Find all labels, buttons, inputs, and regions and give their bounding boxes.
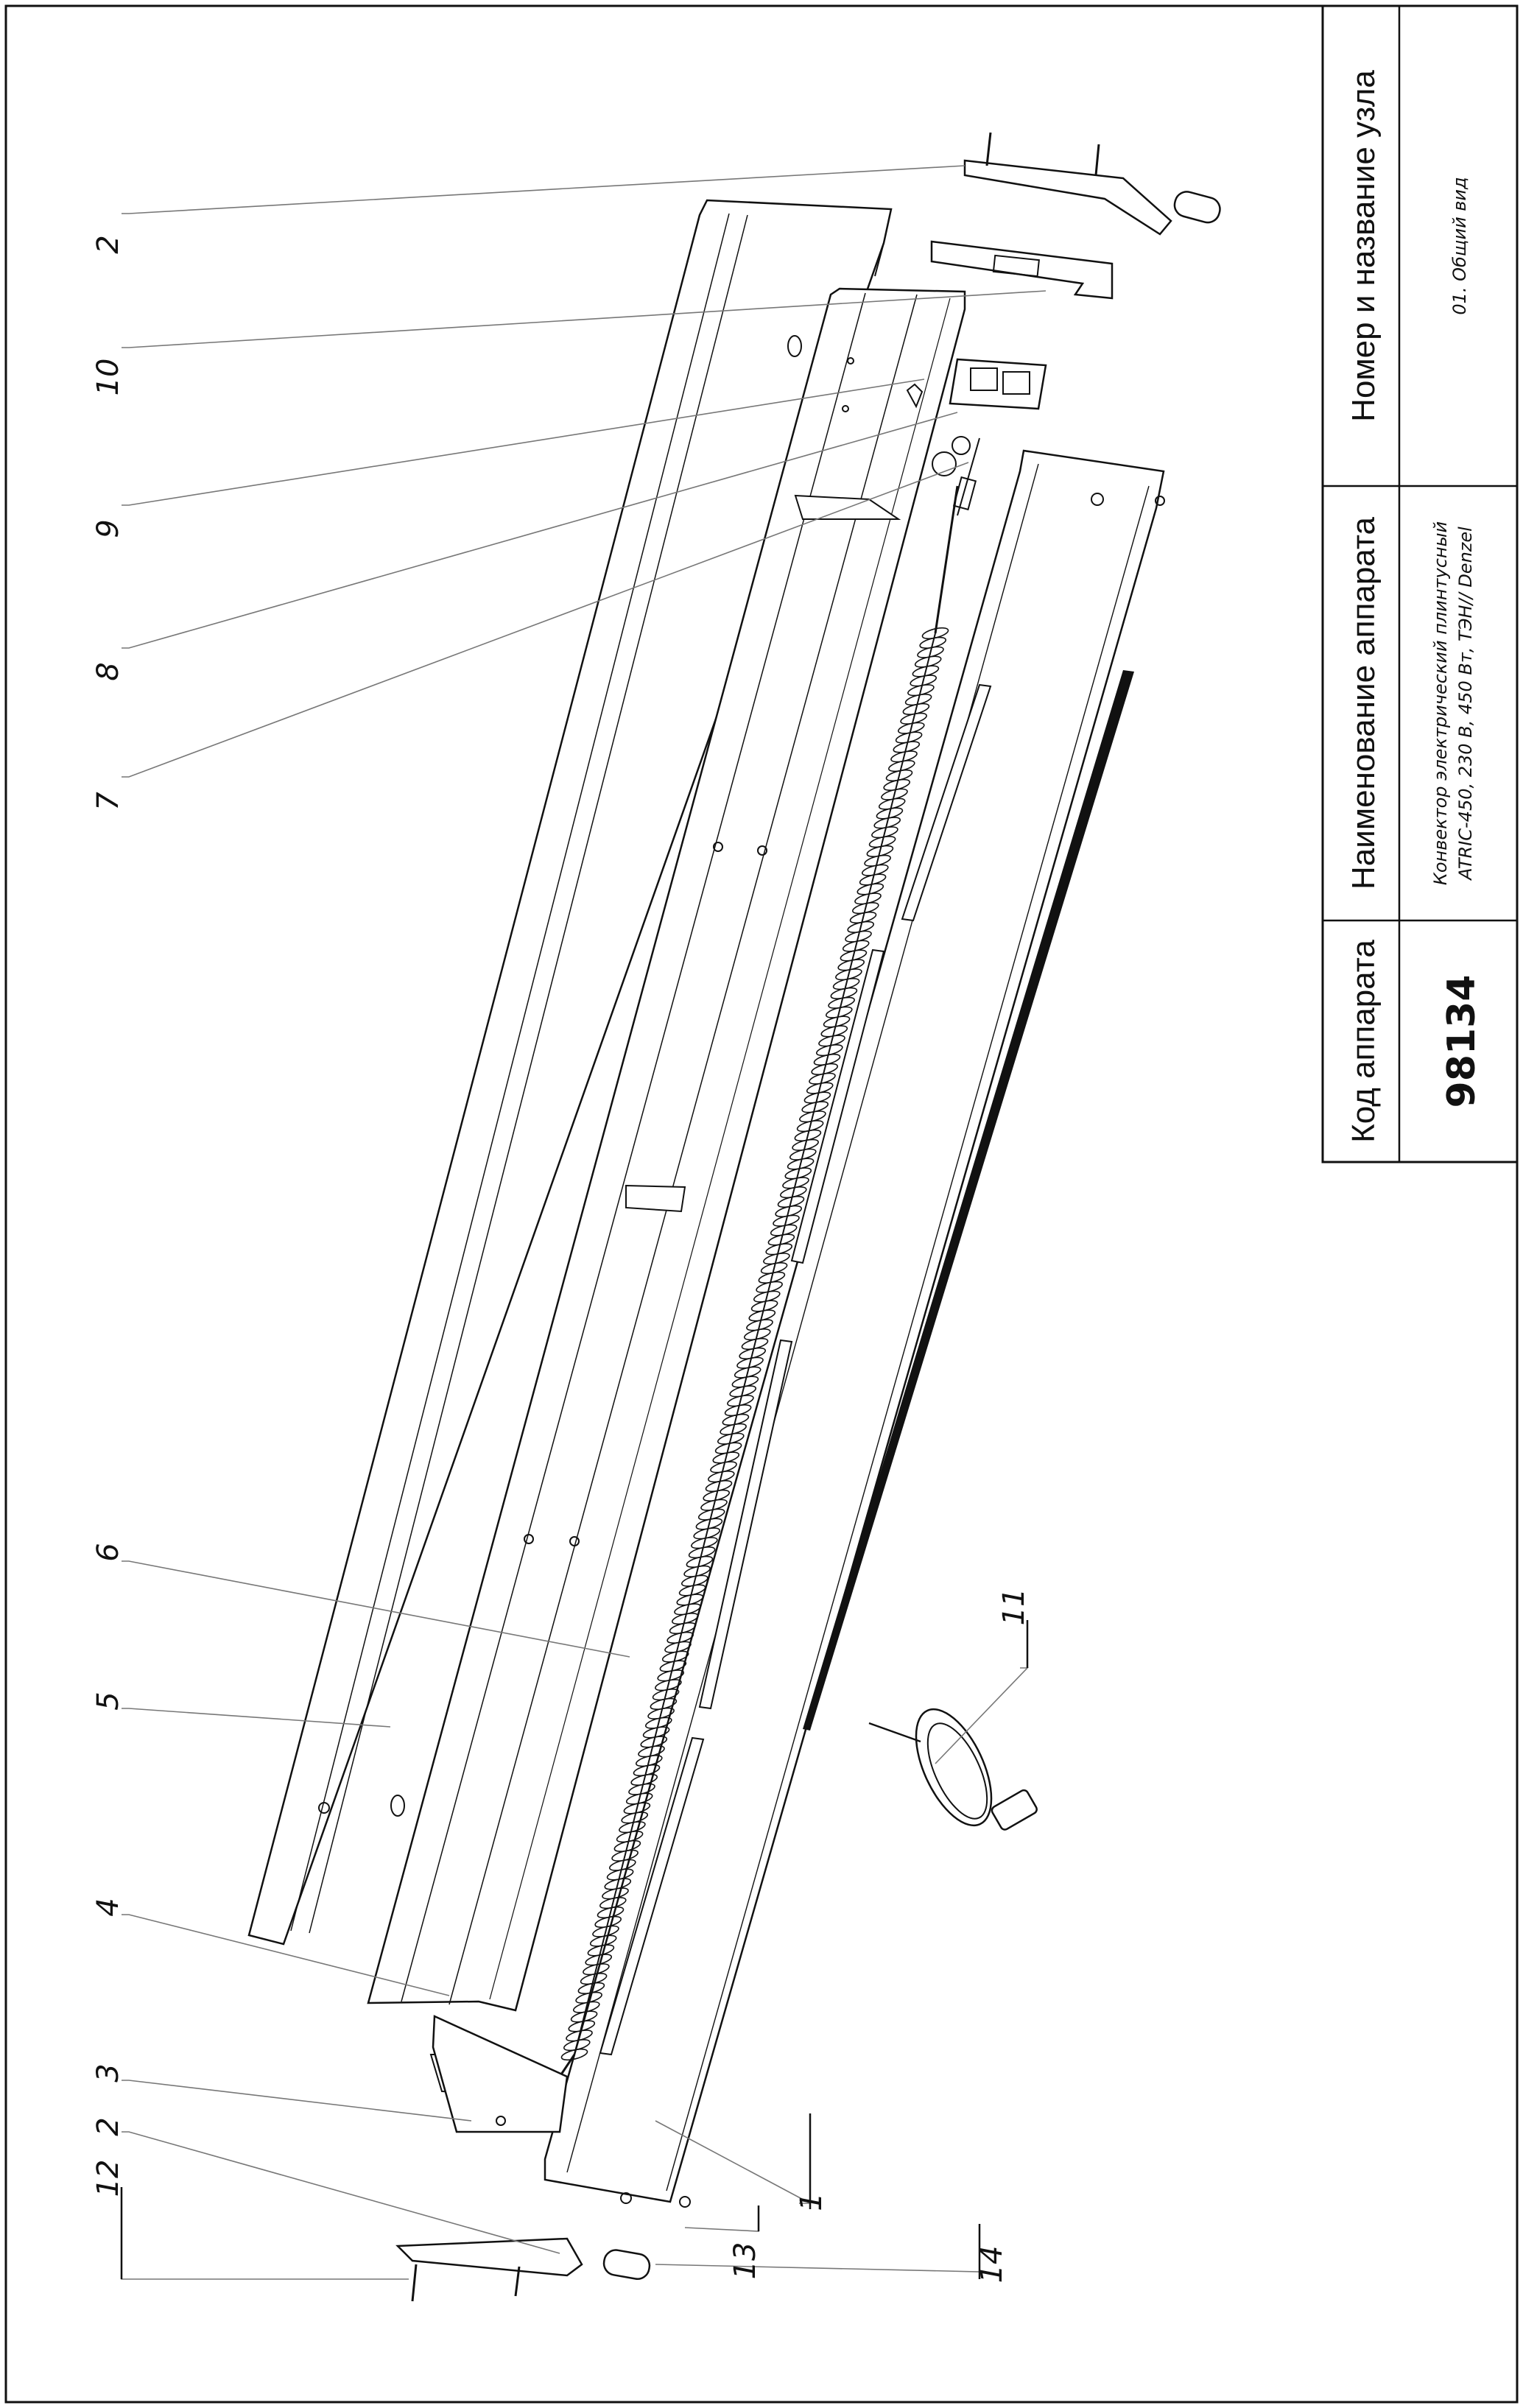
terminal-connector [932, 436, 980, 516]
callout-11: 11 [997, 1588, 1031, 1626]
callout-12: 12 [91, 2160, 125, 2197]
thermostat-bracket [930, 240, 1114, 300]
coil-turn [560, 2048, 588, 2061]
code-value: 98134 [1440, 975, 1484, 1108]
mid-bracket [625, 1184, 686, 1213]
coil-turns [560, 627, 949, 2061]
keyhole-slot-bottom [390, 1795, 405, 1817]
power-cord [868, 1708, 1038, 1831]
callout-9: 9 [91, 519, 125, 538]
callout-13: 13 [728, 2242, 762, 2280]
node-header: Номер и название узла [1346, 70, 1382, 422]
sheet-frame [4, 4, 1519, 2404]
plug-icon [991, 1789, 1038, 1831]
name-header: Наименование аппарата [1346, 517, 1382, 890]
callout-8: 8 [91, 662, 125, 680]
callout-10: 10 [91, 359, 125, 396]
callout-5: 5 [91, 1691, 125, 1710]
callout-4: 4 [91, 1898, 125, 1916]
foot-top [963, 132, 1221, 236]
callout-7: 7 [91, 792, 125, 811]
callout-1: 1 [795, 2192, 829, 2211]
callout-14: 14 [975, 2246, 1009, 2284]
leader-lines [120, 165, 1047, 2280]
node-value: 01. Общий вид [1449, 177, 1470, 314]
name-line-2: ATRIC-450, 230 В, 450 Вт, ТЭН// Denzel [1455, 527, 1476, 881]
title-block: Код аппарата 98134 Наименование аппарата… [1321, 4, 1519, 1163]
callout-6: 6 [91, 1543, 125, 1561]
code-header: Код аппарата [1346, 940, 1382, 1143]
foot-bottom [395, 2237, 651, 2302]
callout-2-bottom: 2 [91, 2117, 125, 2136]
front-grille-cover [544, 449, 1165, 2208]
callout-labels: 2 10 9 8 7 6 5 4 3 2 12 13 1 11 14 [91, 235, 1031, 2283]
rear-wall-channel [247, 199, 893, 1946]
heating-element-coil [551, 485, 959, 2088]
end-bracket [432, 2015, 569, 2133]
keyhole-slot-top [787, 335, 802, 357]
callout-3: 3 [91, 2063, 125, 2082]
callout-2-top: 2 [91, 235, 125, 253]
switch-block [906, 358, 1047, 410]
name-line-1: Конвектор электрический плинтусный [1430, 521, 1451, 885]
